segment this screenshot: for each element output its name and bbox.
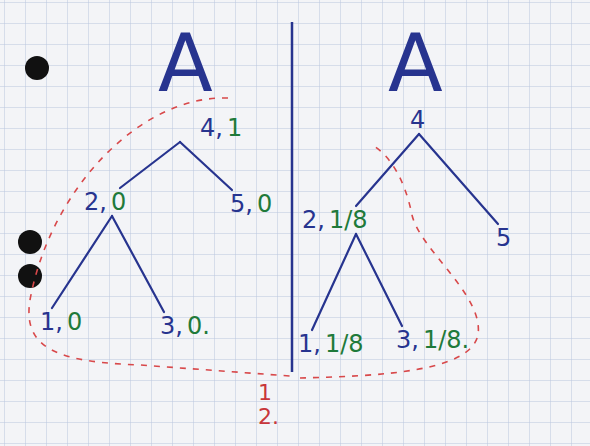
node-key: 4 bbox=[410, 108, 425, 132]
tree-node: 1,1/8 bbox=[296, 330, 366, 358]
tree-branch bbox=[112, 216, 164, 312]
punch-hole bbox=[18, 264, 42, 288]
punch-hole bbox=[25, 56, 49, 80]
tree-node: 3,0. bbox=[158, 312, 212, 340]
tree-branch bbox=[356, 234, 402, 326]
node-key: 1, bbox=[40, 310, 63, 334]
tree-node: 1,0 bbox=[38, 308, 84, 336]
tree-branch bbox=[180, 142, 232, 190]
note-number: 1 bbox=[258, 382, 272, 404]
node-value: 0 bbox=[111, 190, 126, 214]
node-value: 1/8 bbox=[325, 332, 364, 356]
tree-node: 5,0 bbox=[228, 190, 274, 218]
tree-branch bbox=[312, 234, 356, 330]
node-key: 2, bbox=[302, 208, 325, 232]
node-value: 1/8 bbox=[329, 208, 368, 232]
note-number: 2. bbox=[258, 406, 279, 428]
divider-line bbox=[291, 22, 294, 372]
dashed-circle bbox=[300, 145, 478, 378]
node-key: 3, bbox=[160, 314, 183, 338]
node-value: 0 bbox=[67, 310, 82, 334]
node-value: 1/8. bbox=[423, 328, 469, 352]
dashed-circle bbox=[29, 98, 290, 376]
tree-node: 4,1 bbox=[172, 114, 244, 142]
tree-node: 5 bbox=[494, 224, 513, 252]
tree-title: A bbox=[158, 24, 213, 104]
node-value: 0. bbox=[187, 314, 210, 338]
tree-title: A bbox=[388, 24, 443, 104]
tree-node: 2,1/8 bbox=[300, 206, 370, 234]
node-value: 0 bbox=[257, 192, 272, 216]
tree-node: 2,0 bbox=[82, 188, 128, 216]
punch-hole bbox=[18, 230, 42, 254]
tree-node: 3,1/8. bbox=[394, 326, 471, 354]
tree-branch bbox=[52, 216, 112, 308]
tree-branch bbox=[356, 134, 419, 206]
node-key: 3, bbox=[396, 328, 419, 352]
node-key: 4, bbox=[200, 116, 223, 140]
node-key: 5 bbox=[496, 226, 511, 250]
node-value: 1 bbox=[227, 116, 242, 140]
node-key: 5, bbox=[230, 192, 253, 216]
tree-node: 4 bbox=[408, 106, 427, 134]
node-key: 2, bbox=[84, 190, 107, 214]
node-key: 1, bbox=[298, 332, 321, 356]
tree-branch bbox=[419, 134, 498, 224]
tree-branch bbox=[120, 142, 180, 188]
